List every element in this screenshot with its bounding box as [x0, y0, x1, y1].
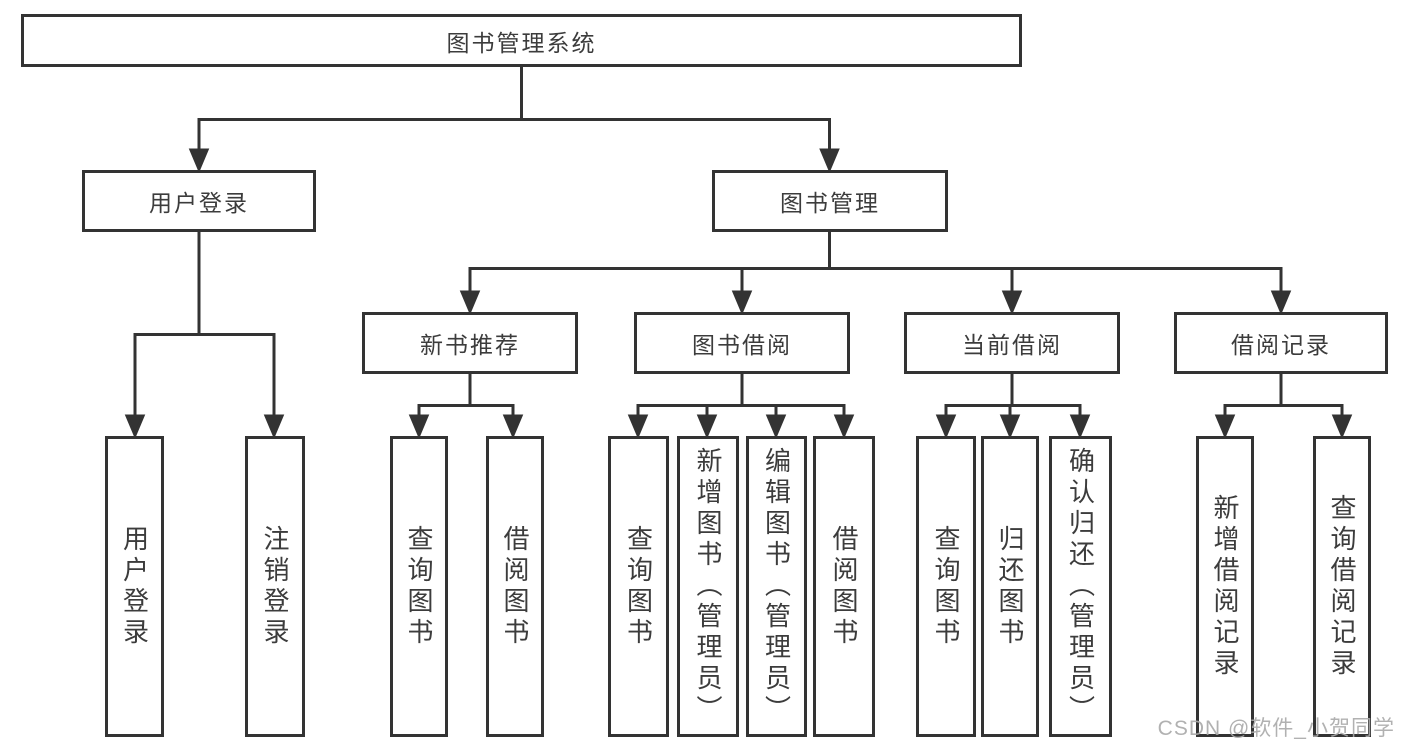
arrowhead [263, 414, 285, 439]
node-label: 用户登录 [149, 190, 249, 216]
arrowhead [408, 414, 430, 439]
leaf-add-borrow-record: 新增借阅记录 [1196, 436, 1254, 737]
node-label: 归还图书 [995, 524, 1025, 649]
node-label: 借阅记录 [1231, 332, 1331, 358]
arrowhead [1001, 290, 1023, 315]
node-system-root: 图书管理系统 [21, 14, 1022, 67]
arrowhead [627, 414, 649, 439]
leaf-borrow-books: 借阅图书 [813, 436, 875, 737]
node-label: 图书管理系统 [446, 29, 597, 56]
leaf-query-books-new: 查询图书 [390, 436, 448, 737]
leaf-query-borrow-record: 查询借阅记录 [1313, 436, 1371, 737]
node-label: 当前借阅 [962, 332, 1062, 358]
node-label: 查询借阅记录 [1327, 493, 1357, 680]
node-label: 借阅图书 [829, 524, 859, 649]
leaf-borrow-books-new: 借阅图书 [486, 436, 544, 737]
node-label: 图书管理 [780, 190, 880, 216]
connector-new-book-children [408, 374, 524, 439]
connector-borrow-record-children [1214, 374, 1353, 439]
node-label: 查询图书 [931, 524, 961, 649]
node-label: 编辑图书（管理员） [761, 447, 792, 726]
arrowhead [1214, 414, 1236, 439]
node-borrow-records: 借阅记录 [1174, 312, 1388, 374]
leaf-add-book-admin: 新增图书（管理员） [677, 436, 739, 737]
arrowhead [188, 148, 210, 173]
node-user-login: 用户登录 [82, 170, 316, 232]
connector-root-to-level2 [188, 67, 840, 173]
arrowhead [833, 414, 855, 439]
watermark: CSDN @软件_小贺同学 [1157, 717, 1395, 740]
node-label: 注销登录 [260, 524, 290, 649]
leaf-return-book: 归还图书 [981, 436, 1039, 737]
arrowhead [731, 290, 753, 315]
leaf-confirm-return-admin: 确认归还（管理员） [1049, 436, 1112, 737]
arrowhead [124, 414, 146, 439]
connector-user-login-children [124, 232, 285, 439]
node-label: 新书推荐 [420, 332, 520, 358]
node-label: 图书借阅 [692, 332, 792, 358]
arrowhead [765, 414, 787, 439]
arrowhead [999, 414, 1021, 439]
leaf-query-books-borrow: 查询图书 [608, 436, 669, 737]
node-new-book-recommend: 新书推荐 [362, 312, 578, 374]
node-label: 新增借阅记录 [1210, 493, 1240, 680]
node-book-management: 图书管理 [712, 170, 948, 232]
arrowhead [459, 290, 481, 315]
arrowhead [1069, 414, 1091, 439]
node-label: 确认归还（管理员） [1065, 447, 1096, 726]
leaf-logout: 注销登录 [245, 436, 305, 737]
node-label: 查询图书 [623, 524, 654, 649]
leaf-edit-book-admin: 编辑图书（管理员） [746, 436, 807, 737]
node-label: 用户登录 [119, 524, 150, 649]
arrowhead [1270, 290, 1292, 315]
node-label: 查询图书 [404, 524, 434, 649]
node-label: 新增图书（管理员） [693, 447, 723, 726]
connector-book-management-children [459, 232, 1292, 315]
connector-current-borrow-children [935, 374, 1091, 439]
arrowhead [1331, 414, 1353, 439]
arrowhead [696, 414, 718, 439]
node-label: 借阅图书 [500, 524, 530, 649]
arrowhead [935, 414, 957, 439]
leaf-query-books-current: 查询图书 [916, 436, 976, 737]
leaf-user-login: 用户登录 [105, 436, 164, 737]
node-current-borrow: 当前借阅 [904, 312, 1120, 374]
arrowhead [502, 414, 524, 439]
node-book-borrow: 图书借阅 [634, 312, 850, 374]
connector-book-borrow-children [627, 374, 855, 439]
arrowhead [819, 148, 840, 173]
